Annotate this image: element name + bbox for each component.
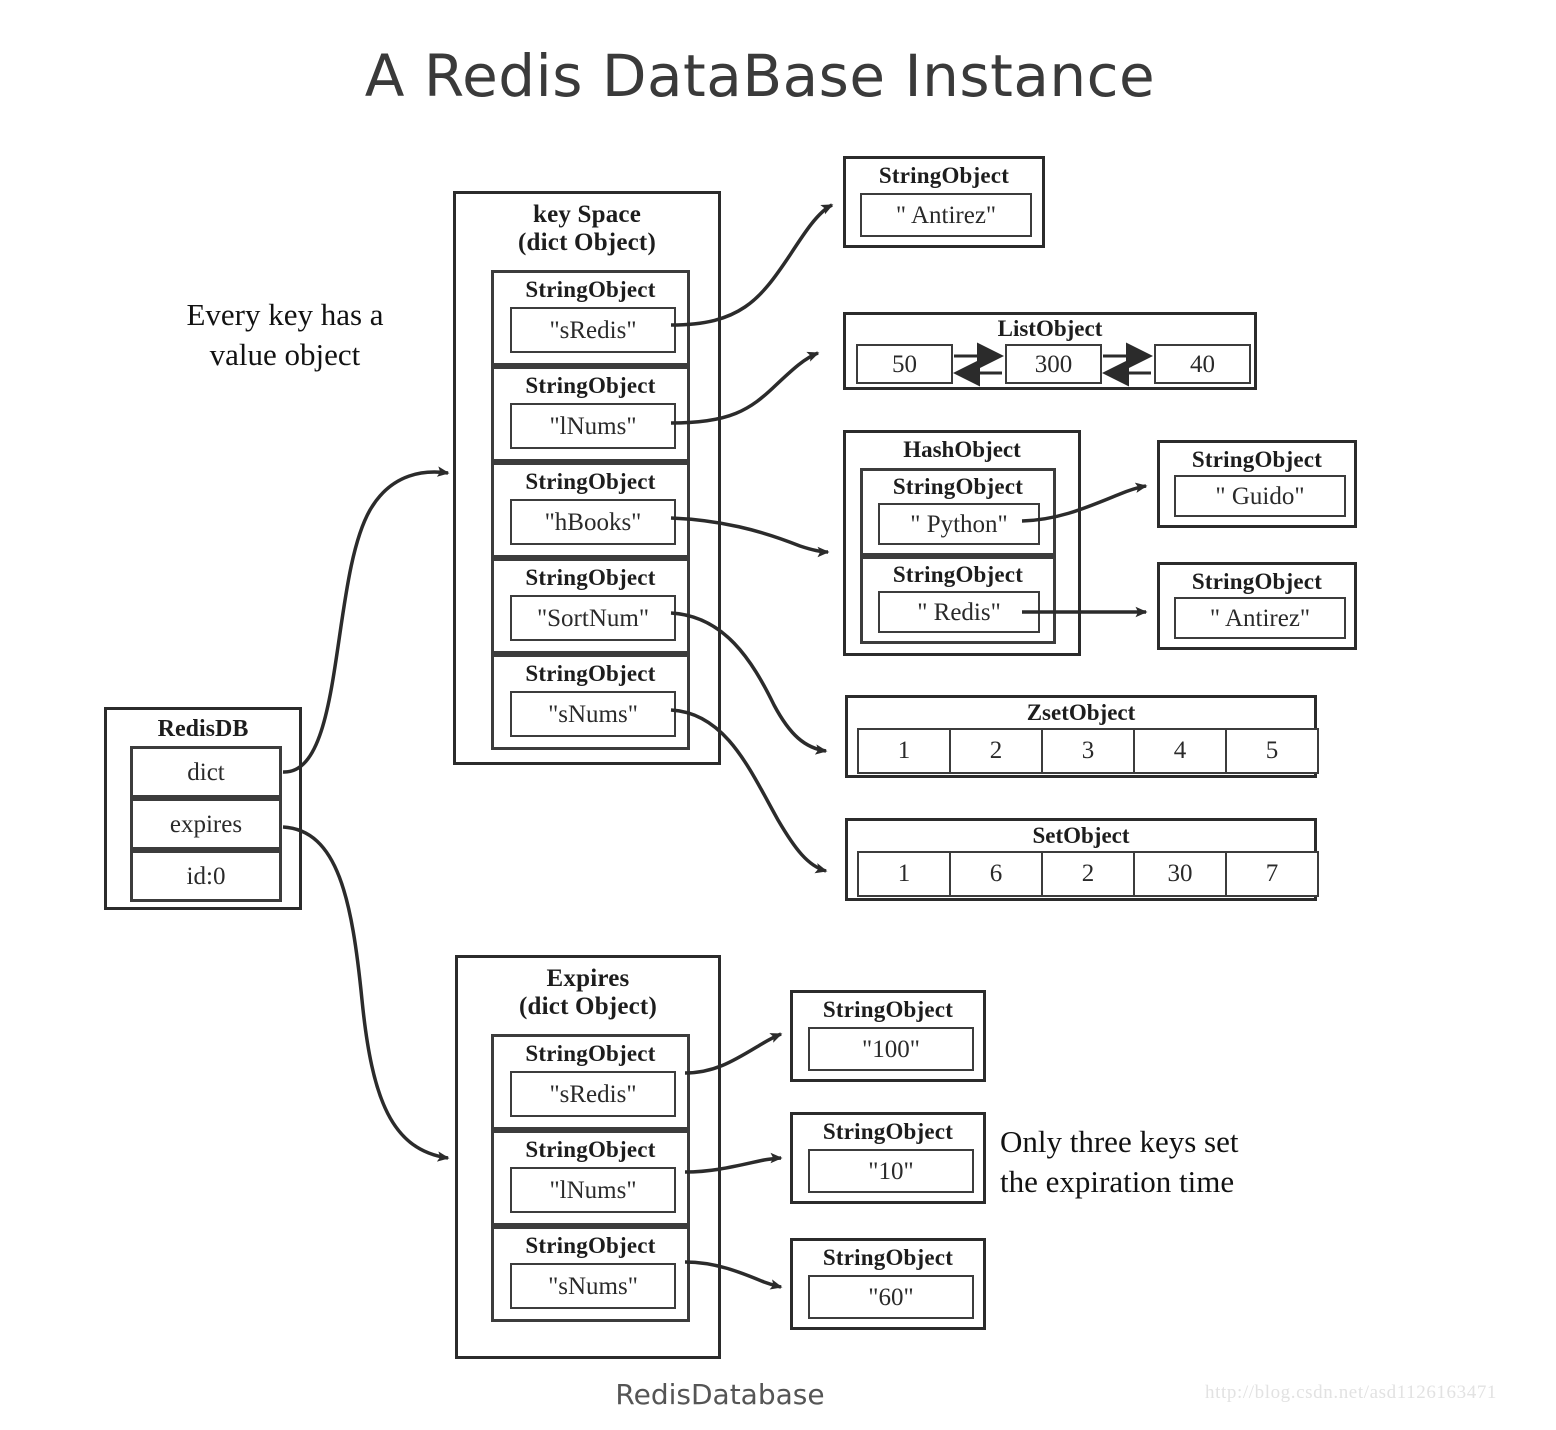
value-stringobject-guido-type: StringObject (1191, 447, 1323, 472)
redisdb-box: RedisDB dict expires id:0 (104, 707, 302, 910)
redisdb-field-id-label: id:0 (186, 862, 226, 890)
keyspace-entry-sredis-value: "sRedis" (510, 307, 676, 353)
keyspace-title-line1: key Space (532, 201, 642, 228)
expires-entry-snums-value: "sNums" (510, 1263, 676, 1309)
expires-value-10-type: StringObject (822, 1119, 954, 1144)
keyspace-entry-sortnum-type: StringObject (525, 565, 656, 590)
keyspace-entry-sortnum[interactable]: StringObject "SortNum" (491, 558, 690, 654)
expires-entry-snums[interactable]: StringObject "sNums" (491, 1226, 690, 1322)
expires-value-60-type: StringObject (822, 1245, 954, 1270)
value-listobject: ListObject 50 300 40 (843, 312, 1257, 390)
note-every-key-line2: value object (209, 336, 361, 372)
expires-entry-snums-type: StringObject (525, 1233, 656, 1258)
value-setobject-type: SetObject (1032, 823, 1130, 848)
hashobject-entry-redis-value: " Redis" (878, 591, 1040, 633)
keyspace-entry-lnums-value: "lNums" (510, 403, 676, 449)
redisdb-field-dict[interactable]: dict (130, 746, 282, 798)
keyspace-entry-hbooks-type: StringObject (525, 469, 656, 494)
hashobject-entry-python-type: StringObject (892, 474, 1024, 499)
value-stringobject-antirez-hash-type: StringObject (1191, 569, 1323, 594)
hashobject-entry-python[interactable]: StringObject " Python" (860, 468, 1056, 556)
note-three-keys: Only three keys set the expiration time (1000, 1122, 1330, 1201)
zsetobject-member-2: 3 (1043, 728, 1135, 774)
redisdb-field-dict-label: dict (187, 758, 225, 786)
value-listobject-type: ListObject (997, 316, 1103, 341)
keyspace-title-line2: (dict Object) (518, 229, 656, 256)
value-hashobject: HashObject StringObject " Python" String… (843, 430, 1081, 656)
keyspace-entry-lnums-type: StringObject (525, 373, 656, 398)
value-zsetobject: ZsetObject 1 2 3 4 5 (845, 695, 1319, 778)
expires-entry-lnums-type: StringObject (525, 1137, 656, 1162)
expires-value-100: StringObject "100" (790, 990, 986, 1082)
hashobject-entry-redis[interactable]: StringObject " Redis" (860, 556, 1056, 644)
keyspace-entry-sortnum-value: "SortNum" (510, 595, 676, 641)
value-setobject: SetObject 1 6 2 30 7 (845, 818, 1319, 901)
zsetobject-member-3: 4 (1135, 728, 1227, 774)
expires-entry-sredis[interactable]: StringObject "sRedis" (491, 1034, 690, 1130)
setobject-member-2: 2 (1043, 851, 1135, 897)
value-stringobject-antirez-hash-value: " Antirez" (1174, 597, 1346, 639)
listobject-node-1: 300 (1005, 344, 1102, 384)
setobject-member-0: 1 (857, 851, 951, 897)
note-every-key-line1: Every key has a (186, 297, 384, 332)
redisdb-field-expires-label: expires (169, 810, 243, 838)
keyspace-entry-snums-type: StringObject (525, 661, 656, 686)
redisdb-field-id[interactable]: id:0 (130, 850, 282, 902)
keyspace-entry-hbooks-value: "hBooks" (510, 499, 676, 545)
expires-entry-lnums[interactable]: StringObject "lNums" (491, 1130, 690, 1226)
keyspace-entry-hbooks[interactable]: StringObject "hBooks" (491, 462, 690, 558)
page-title: A Redis DataBase Instance (364, 42, 1156, 110)
note-every-key: Every key has a value object (135, 295, 435, 374)
expires-entry-sredis-value: "sRedis" (510, 1071, 676, 1117)
expires-value-100-value: "100" (808, 1027, 974, 1071)
value-stringobject-antirez-top-value: " Antirez" (860, 193, 1032, 237)
redisdb-field-expires[interactable]: expires (130, 798, 282, 850)
hashobject-entry-python-value: " Python" (878, 503, 1040, 545)
arrow-dict-to-keyspace (282, 466, 450, 774)
expires-entry-lnums-value: "lNums" (510, 1167, 676, 1213)
value-stringobject-guido-value: " Guido" (1174, 475, 1346, 517)
keyspace-entry-sredis-type: StringObject (525, 277, 656, 302)
hashobject-entry-redis-type: StringObject (892, 562, 1024, 587)
setobject-member-3: 30 (1135, 851, 1227, 897)
value-stringobject-antirez-top-type: StringObject (878, 163, 1010, 188)
arrow-expires-to-expiresbox (282, 825, 450, 1162)
value-zsetobject-type: ZsetObject (1026, 700, 1136, 725)
setobject-member-4: 7 (1227, 851, 1319, 897)
watermark-url: http://blog.csdn.net/asd1126163471 (1205, 1382, 1498, 1403)
note-three-keys-line1: Only three keys set (1000, 1124, 1239, 1159)
value-stringobject-guido: StringObject " Guido" (1157, 440, 1357, 528)
setobject-member-1: 6 (951, 851, 1043, 897)
keyspace-entry-snums[interactable]: StringObject "sNums" (491, 654, 690, 750)
note-three-keys-line2: the expiration time (1000, 1163, 1235, 1199)
expires-value-10-value: "10" (808, 1149, 974, 1193)
value-stringobject-antirez-hash: StringObject " Antirez" (1157, 562, 1357, 650)
keyspace-entry-lnums[interactable]: StringObject "lNums" (491, 366, 690, 462)
keyspace-entry-snums-value: "sNums" (510, 691, 676, 737)
keyspace-box: key Space (dict Object) StringObject "sR… (453, 191, 721, 765)
expires-box: Expires (dict Object) StringObject "sRed… (455, 955, 721, 1359)
setobject-members: 1 6 2 30 7 (857, 851, 1319, 897)
zsetobject-member-4: 5 (1227, 728, 1319, 774)
listobject-node-0: 50 (856, 344, 953, 384)
zsetobject-member-0: 1 (857, 728, 951, 774)
value-stringobject-antirez-top: StringObject " Antirez" (843, 156, 1045, 248)
expires-title-line2: (dict Object) (519, 993, 657, 1020)
listobject-link-arrows (953, 342, 1153, 387)
expires-value-60-value: "60" (808, 1275, 974, 1319)
redisdb-title: RedisDB (157, 716, 249, 742)
figure-caption: RedisDatabase (615, 1378, 825, 1411)
expires-value-60: StringObject "60" (790, 1238, 986, 1330)
expires-entry-sredis-type: StringObject (525, 1041, 656, 1066)
expires-title-line1: Expires (546, 965, 630, 992)
zsetobject-member-1: 2 (951, 728, 1043, 774)
expires-value-100-type: StringObject (822, 997, 954, 1022)
expires-value-10: StringObject "10" (790, 1112, 986, 1204)
zsetobject-members: 1 2 3 4 5 (857, 728, 1319, 774)
listobject-node-2: 40 (1154, 344, 1251, 384)
keyspace-entry-sredis[interactable]: StringObject "sRedis" (491, 270, 690, 366)
value-hashobject-type: HashObject (903, 437, 1021, 462)
